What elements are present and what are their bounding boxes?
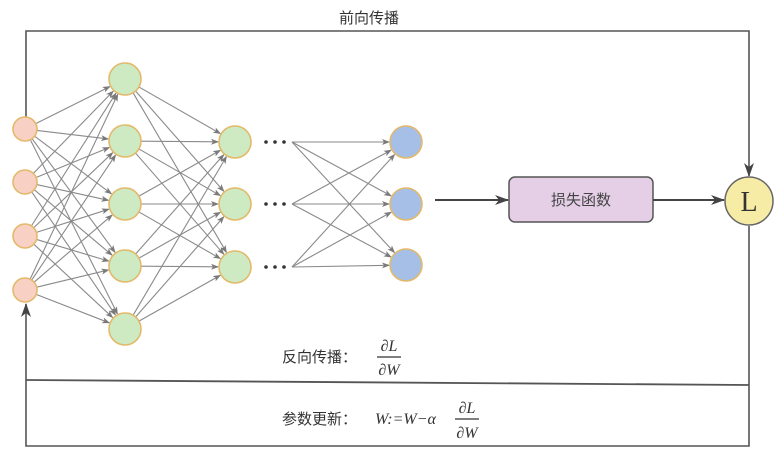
network-edges <box>29 86 396 324</box>
edge-l1-1-1 <box>138 148 222 197</box>
output-node <box>389 248 423 282</box>
edge-l0-0-2 <box>34 135 113 195</box>
parameter-update-label: 参数更新： <box>282 410 357 428</box>
parameter-update-formula: 参数更新： W:=W−α ∂L ∂W <box>282 400 479 442</box>
loss-function-label: 损失函数 <box>551 191 611 209</box>
hidden-2-node <box>218 250 252 284</box>
edge-l0-3-1 <box>31 154 117 281</box>
edge-l1-1-0 <box>140 138 220 145</box>
edge-l1-4-2 <box>138 274 222 322</box>
edge-l0-0-3 <box>31 138 116 254</box>
edge-l0-1-2 <box>36 184 110 202</box>
output-node <box>389 125 423 159</box>
edge-l0-2-1 <box>33 152 114 229</box>
edge-l0-1-0 <box>32 90 114 174</box>
hidden-2-node <box>218 187 252 221</box>
edge-l1-2-0 <box>138 149 222 197</box>
update-lhs: W:=W−α <box>375 411 437 428</box>
loss-node-circle <box>724 176 774 226</box>
loss-node: L <box>724 176 774 226</box>
ellipsis-dot <box>282 265 286 269</box>
ellipsis-dot <box>273 140 277 144</box>
edge-fan-0-2 <box>291 141 396 254</box>
hidden-2-node <box>218 125 252 159</box>
ellipsis-dot <box>264 140 268 144</box>
update-numerator: ∂L <box>459 400 476 417</box>
edge-l0-3-4 <box>35 293 111 324</box>
divider-line <box>25 379 750 386</box>
edge-l0-2-3 <box>36 238 110 262</box>
edge-fan-1-0 <box>291 149 392 205</box>
edge-l1-4-0 <box>132 155 227 316</box>
backward-propagation-formula: 反向传播： ∂L ∂W <box>282 338 401 379</box>
hidden-1-node <box>108 312 142 346</box>
ellipsis-dot <box>282 140 286 144</box>
hidden-1-node <box>108 124 142 158</box>
edge-fan-1-2 <box>291 203 392 258</box>
input-node <box>12 277 38 303</box>
hidden-1-node <box>108 187 142 221</box>
update-denominator: ∂W <box>456 425 479 442</box>
edge-l0-1-4 <box>31 191 117 316</box>
edge-l1-4-1 <box>135 216 225 318</box>
input-node <box>12 169 38 195</box>
edge-l1-0-0 <box>138 86 222 135</box>
loss-function-box: 损失函数 <box>508 176 654 223</box>
hidden-1-node <box>108 62 142 96</box>
ellipsis-dot <box>273 265 277 269</box>
edge-l0-3-2 <box>33 214 113 283</box>
edge-l0-1-1 <box>35 146 111 178</box>
hidden-1-node <box>108 249 142 283</box>
edge-l1-3-0 <box>135 153 225 255</box>
backward-numerator: ∂L <box>381 338 398 355</box>
edge-l0-3-3 <box>36 268 110 288</box>
backward-denominator: ∂W <box>378 362 401 379</box>
output-node <box>389 187 423 221</box>
ellipsis-dot <box>264 202 268 206</box>
forward-propagation-path <box>25 30 754 177</box>
edge-fan-2-0 <box>291 153 396 268</box>
edge-l0-3-0 <box>29 93 119 280</box>
loss-node-symbol: L <box>740 187 757 218</box>
forward-propagation-label: 前向传播 <box>339 9 399 27</box>
edge-l0-0-4 <box>29 139 118 315</box>
edge-fan-0-1 <box>291 141 392 197</box>
ellipsis-dot <box>273 202 277 206</box>
edge-l0-2-0 <box>30 92 117 227</box>
edge-fan-2-1 <box>291 211 392 268</box>
backward-propagation-path <box>21 226 750 447</box>
ellipsis-dot <box>282 202 286 206</box>
input-node <box>12 116 38 142</box>
ellipsis-group <box>264 140 286 269</box>
ellipsis-dot <box>264 265 268 269</box>
backward-propagation-label: 反向传播： <box>282 348 357 366</box>
edge-l0-2-2 <box>36 208 110 233</box>
edge-l0-0-0 <box>35 86 111 125</box>
network-nodes <box>12 62 423 346</box>
edge-l0-0-1 <box>36 129 110 142</box>
input-node <box>12 223 38 249</box>
edge-fan-2-2 <box>291 262 391 269</box>
